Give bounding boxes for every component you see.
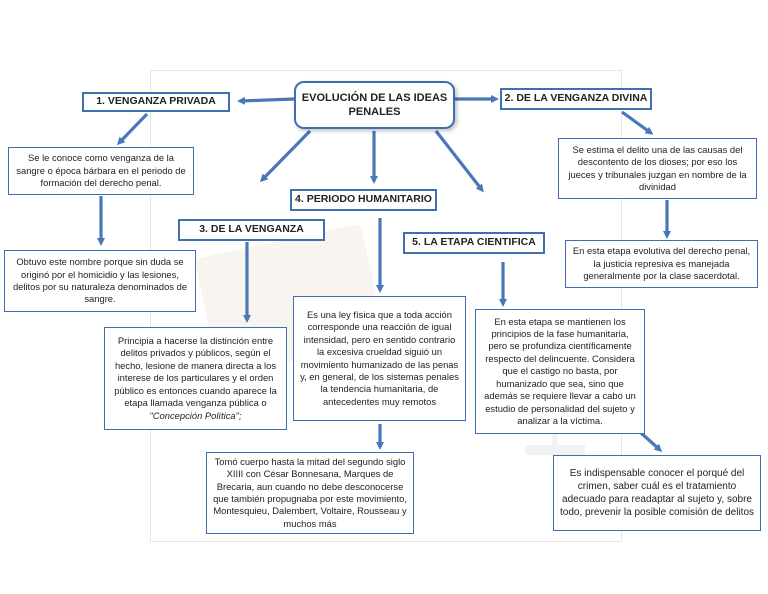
venganza-divina-desc2-text: En esta etapa evolutiva del derecho pena… <box>572 245 751 282</box>
arrow-2-to-desc <box>621 110 654 135</box>
venganza-desc1: Principia a hacerse la distinción entre … <box>104 327 287 430</box>
arrow-title-to-3 <box>259 129 312 183</box>
header-venganza-divina: 2. DE LA VENGANZA DIVINA <box>500 88 652 110</box>
venganza-divina-desc1: Se estima el delito una de las causas de… <box>558 138 757 199</box>
header-humanitario: 4. PERIODO HUMANITARIO <box>290 189 437 211</box>
venganza-privada-desc2: Obtuvo este nombre porque sin duda se or… <box>4 250 196 312</box>
humanitario-desc2-text: Tomó cuerpo hasta la mitad del segundo s… <box>213 455 407 529</box>
arrow-title-to-1 <box>237 96 295 105</box>
cientifica-desc2: Es indispensable conocer el porqué del c… <box>553 455 761 531</box>
cientifica-desc1: En esta etapa se mantienen los principio… <box>475 309 645 434</box>
humanitario-desc2: Tomó cuerpo hasta la mitad del segundo s… <box>206 452 414 534</box>
header-venganza: 3. DE LA VENGANZA <box>178 219 325 241</box>
header-venganza-text: 3. DE LA VENGANZA <box>199 223 304 236</box>
header-venganza-divina-text: 2. DE LA VENGANZA DIVINA <box>504 92 648 105</box>
cientifica-desc1-text: En esta etapa se mantienen los principio… <box>484 315 636 426</box>
venganza-desc1-italic: "Concepción Política"; <box>149 409 242 421</box>
header-venganza-privada: 1. VENGANZA PRIVADA <box>82 92 230 112</box>
header-cientifica-text: 5. LA ETAPA CIENTIFICA <box>412 236 536 249</box>
humanitario-desc1: Es una ley física que a toda acción corr… <box>293 296 466 421</box>
venganza-privada-desc2-text: Obtuvo este nombre porque sin duda se or… <box>12 256 188 305</box>
cientifica-desc2-text: Es indispensable conocer el porqué del c… <box>560 467 754 519</box>
venganza-desc1-body: Principia a hacerse la distinción entre … <box>110 335 281 422</box>
main-title-text: EVOLUCIÓN DE LAS IDEAS PENALES <box>301 91 448 118</box>
header-cientifica: 5. LA ETAPA CIENTIFICA <box>403 232 545 254</box>
venganza-privada-desc1: Se le conoce como venganza de la sangre … <box>8 147 194 195</box>
venganza-desc1-text: Principia a hacerse la distinción entre … <box>114 335 277 409</box>
arrow-title-to-5 <box>434 130 484 193</box>
arrow-1-to-desc <box>116 112 149 146</box>
header-humanitario-text: 4. PERIODO HUMANITARIO <box>295 193 432 206</box>
arrow-5desc-to-desc2 <box>638 430 663 453</box>
header-venganza-privada-text: 1. VENGANZA PRIVADA <box>96 95 216 108</box>
venganza-divina-desc1-text: Se estima el delito una de las causas de… <box>568 143 747 192</box>
venganza-divina-desc2: En esta etapa evolutiva del derecho pena… <box>565 240 758 288</box>
humanitario-desc1-text: Es una ley física que a toda acción corr… <box>300 308 459 407</box>
main-title: EVOLUCIÓN DE LAS IDEAS PENALES <box>294 81 455 129</box>
venganza-privada-desc1-text: Se le conoce como venganza de la sangre … <box>16 152 186 189</box>
